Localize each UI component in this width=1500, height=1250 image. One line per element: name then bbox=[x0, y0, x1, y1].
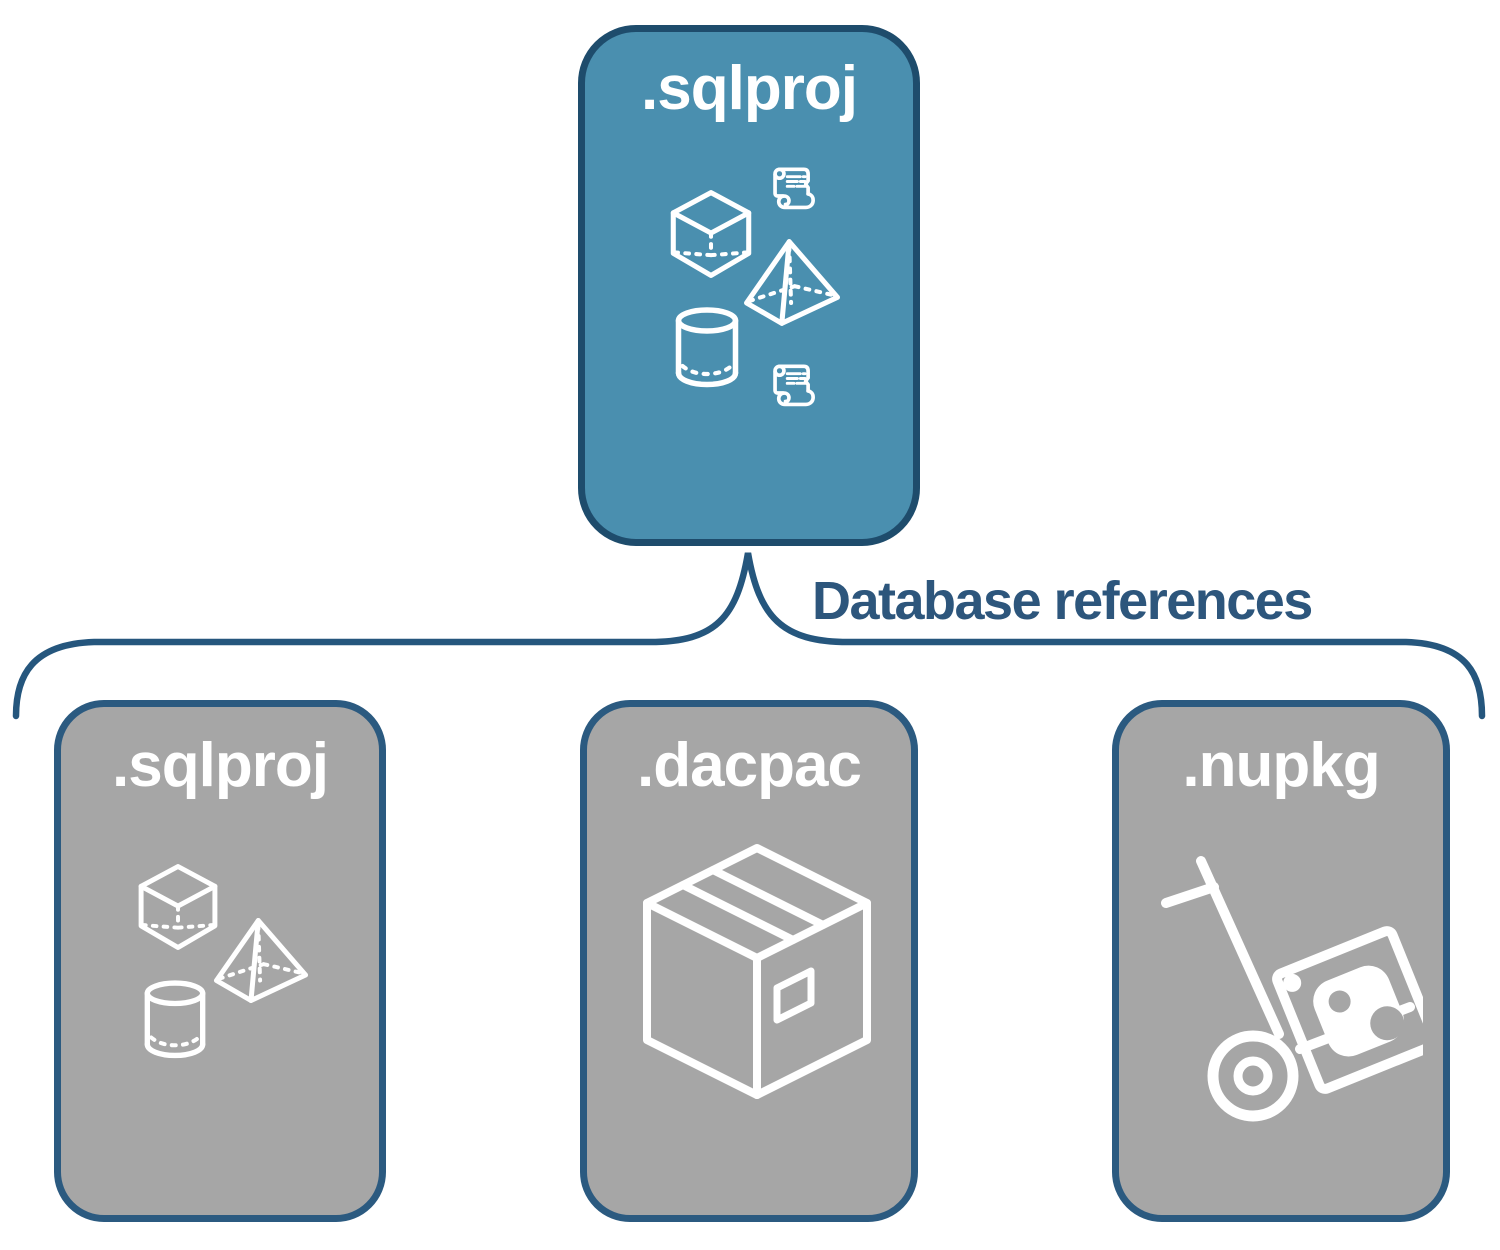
root-node-label: .sqlproj bbox=[641, 54, 858, 123]
pyramid-icon bbox=[741, 236, 843, 329]
cube-icon bbox=[133, 862, 223, 952]
node-child-dacpac: .dacpac bbox=[580, 700, 918, 1222]
cylinder-icon bbox=[141, 979, 209, 1062]
child-node-label: .nupkg bbox=[1182, 731, 1380, 800]
pyramid-icon bbox=[211, 915, 311, 1006]
script-scroll-icon bbox=[765, 358, 823, 416]
child-node-label: .dacpac bbox=[637, 731, 862, 800]
cylinder-icon bbox=[672, 306, 742, 391]
package-box-icon bbox=[637, 842, 877, 1112]
child-node-label: .sqlproj bbox=[112, 731, 329, 800]
script-scroll-icon bbox=[765, 161, 823, 219]
node-child-nupkg: .nupkg bbox=[1112, 700, 1450, 1222]
hand-truck-icon bbox=[1158, 853, 1423, 1125]
node-root-sqlproj: .sqlproj bbox=[578, 25, 920, 546]
connector-label: Database references bbox=[812, 571, 1313, 631]
node-child-sqlproj: .sqlproj bbox=[54, 700, 386, 1222]
